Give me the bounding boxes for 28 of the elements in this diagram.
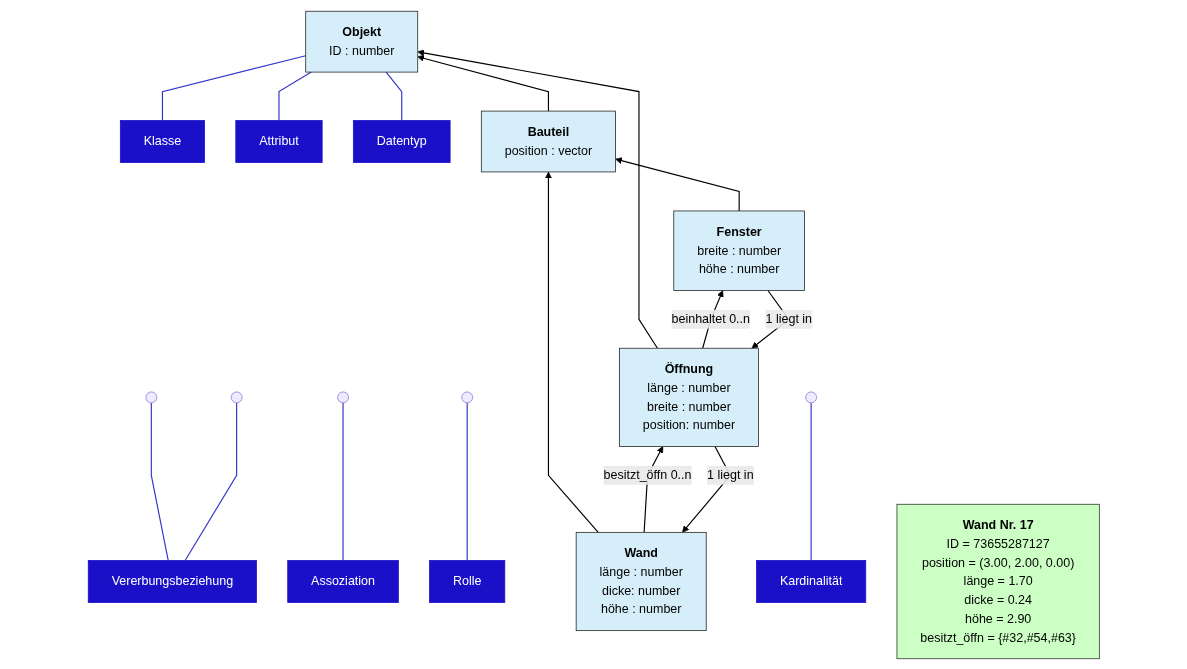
arrow <box>544 171 599 533</box>
connector <box>385 71 403 121</box>
node-box: Wand Nr. 17 ID = 73655287127 position = (3.00, 2.00, 0.00) länge = 1.70 dicke = 0.24 höhe = 2.90 besitzt_öffn = {#32,#54,#63} <box>896 503 1100 659</box>
connector <box>342 401 344 561</box>
connector <box>810 401 812 561</box>
node-box: Rolle <box>428 559 505 603</box>
connector <box>161 54 306 121</box>
arrow <box>614 156 740 212</box>
connector <box>150 401 169 561</box>
node-box: Datentyp <box>352 119 451 163</box>
arrow <box>417 54 549 112</box>
connector <box>184 401 237 561</box>
edge-label: beinhaltet 0..n <box>671 311 750 326</box>
edge-label: besitzt_öffn 0..n <box>603 467 692 482</box>
node-box: Kardinalität <box>755 559 866 603</box>
node-box: Klasse <box>119 119 205 163</box>
edge-label: 1 liegt in <box>765 311 812 326</box>
node-box: Assoziation <box>287 559 399 603</box>
node-box: Wand länge : number dicke: number höhe : number <box>575 531 707 631</box>
arrow <box>417 49 658 349</box>
connector <box>466 401 468 561</box>
node-box: Fenster breite : number höhe : number <box>673 210 805 291</box>
node-box: Öffnung länge : number breite : number position: number <box>618 347 759 447</box>
edge-label: 1 liegt in <box>706 467 754 482</box>
node-box: Bauteil position : vector <box>480 110 616 172</box>
node-box: Attribut <box>235 119 323 163</box>
node-box: Objekt ID : number <box>305 10 418 72</box>
node-box: Vererbungsbeziehung <box>87 559 257 603</box>
